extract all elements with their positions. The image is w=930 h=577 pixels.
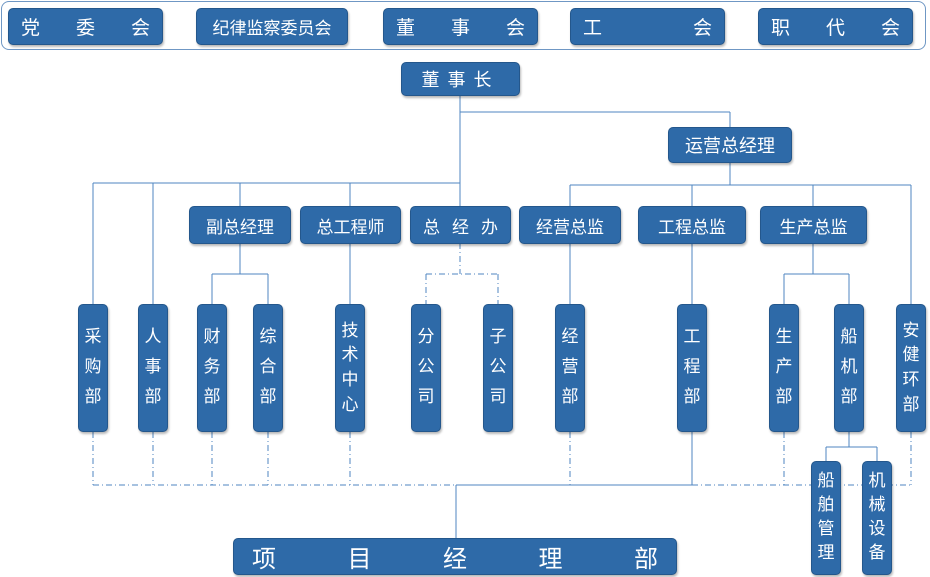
chairman-box: 董事长 (401, 62, 520, 96)
ship-management-dept: 船舶管理 (811, 461, 841, 575)
union-box: 工会 (570, 8, 725, 45)
engineering-director-box: 工程总监 (638, 206, 746, 244)
workers-congress-box: 职代会 (758, 8, 913, 45)
operations-director-box: 经营总监 (519, 206, 621, 244)
subsidiary: 子公司 (483, 304, 513, 432)
tech-center: 技术中心 (335, 304, 365, 432)
ship-machinery-dept: 船机部 (834, 304, 864, 432)
party-committee-box: 党委会 (8, 8, 163, 45)
engineering-dept: 工程部 (677, 304, 707, 432)
discipline-committee-box: 纪律监察委员会 (196, 8, 348, 45)
finance-dept: 财务部 (197, 304, 227, 432)
chief-engineer-box: 总工程师 (300, 206, 401, 244)
deputy-gm-box: 副总经理 (189, 206, 291, 244)
hse-dept: 安健环部 (896, 304, 926, 432)
general-affairs-dept: 综合部 (253, 304, 283, 432)
procurement-dept: 采购部 (78, 304, 108, 432)
hr-dept: 人事部 (138, 304, 168, 432)
business-dept: 经营部 (555, 304, 585, 432)
production-dept: 生产部 (769, 304, 799, 432)
project-dept-box: 项目经理部 (233, 538, 677, 575)
coo-box: 运营总经理 (668, 127, 792, 163)
gm-office-box: 总经办 (410, 206, 511, 244)
branch-company: 分公司 (411, 304, 441, 432)
production-director-box: 生产总监 (760, 206, 867, 244)
mechanical-equipment-dept: 机械设备 (862, 461, 892, 575)
board-box: 董事会 (383, 8, 538, 45)
